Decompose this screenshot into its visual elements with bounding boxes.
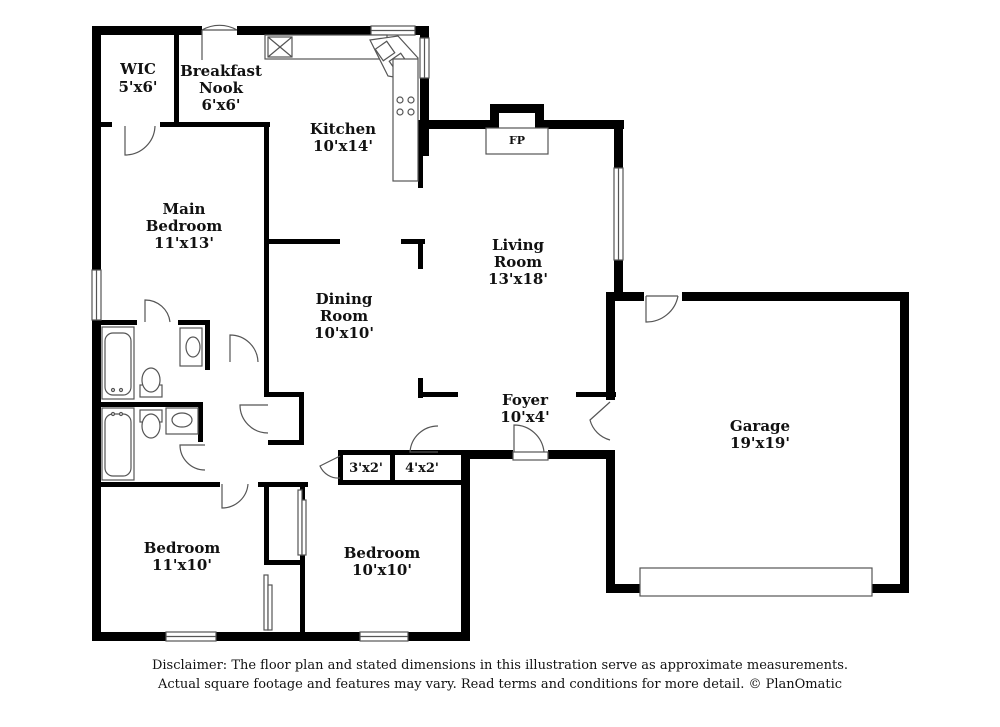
disclaimer: Disclaimer: The floor plan and stated di… [0, 656, 1000, 694]
closet-a-size: 3'x2' [349, 461, 383, 476]
fixtures [101, 34, 873, 597]
breakfast-name-2: Nook [199, 79, 244, 97]
breakfast-name-1: Breakfast [180, 62, 262, 80]
disclaimer-line-2: Actual square footage and features may v… [157, 677, 843, 692]
main-bedroom-name-1: Main [163, 200, 206, 218]
room-labels: WIC 5'x6' Breakfast Nook 6'x6' Kitchen 1… [118, 60, 790, 579]
interior-walls [92, 26, 616, 637]
toilet-icon [139, 367, 163, 398]
doors [124, 24, 679, 631]
fireplace-label: FP [509, 134, 525, 147]
garage-size: 19'x19' [730, 434, 790, 452]
foyer-size: 10'x4' [500, 408, 549, 426]
bedroom-left-size: 11'x10' [152, 556, 212, 574]
dining-size: 10'x10' [314, 324, 374, 342]
exterior-walls [92, 26, 909, 641]
dining-name-2: Room [320, 307, 368, 325]
bath-sink-icon [179, 327, 203, 367]
wic-name: WIC [119, 60, 156, 78]
bedroom-right-size: 10'x10' [352, 561, 412, 579]
living-name-1: Living [492, 236, 545, 254]
dining-name-1: Dining [316, 290, 373, 308]
bathtub-icon [101, 326, 135, 400]
closet-b-size: 4'x2' [405, 461, 439, 476]
foyer-name: Foyer [502, 391, 549, 409]
bathtub-icon-2 [101, 407, 135, 481]
wic-size: 5'x6' [118, 78, 157, 96]
kitchen-name: Kitchen [310, 120, 376, 138]
toilet-icon-2 [139, 409, 163, 439]
main-bedroom-size: 11'x13' [154, 234, 214, 252]
bedroom-right-name: Bedroom [344, 544, 421, 562]
breakfast-size: 6'x6' [201, 96, 240, 114]
fireplace-hearth [485, 127, 549, 155]
living-size: 13'x18' [488, 270, 548, 288]
kitchen-size: 10'x14' [313, 137, 373, 155]
bedroom-left-name: Bedroom [144, 539, 221, 557]
garage-name: Garage [730, 417, 790, 435]
bath-sink-icon-2 [165, 407, 199, 435]
main-bedroom-name-2: Bedroom [146, 217, 223, 235]
windows [91, 25, 624, 642]
disclaimer-line-1: Disclaimer: The floor plan and stated di… [151, 658, 849, 673]
living-name-2: Room [494, 253, 542, 271]
garage-door [639, 567, 873, 597]
stove-icon [396, 96, 415, 116]
